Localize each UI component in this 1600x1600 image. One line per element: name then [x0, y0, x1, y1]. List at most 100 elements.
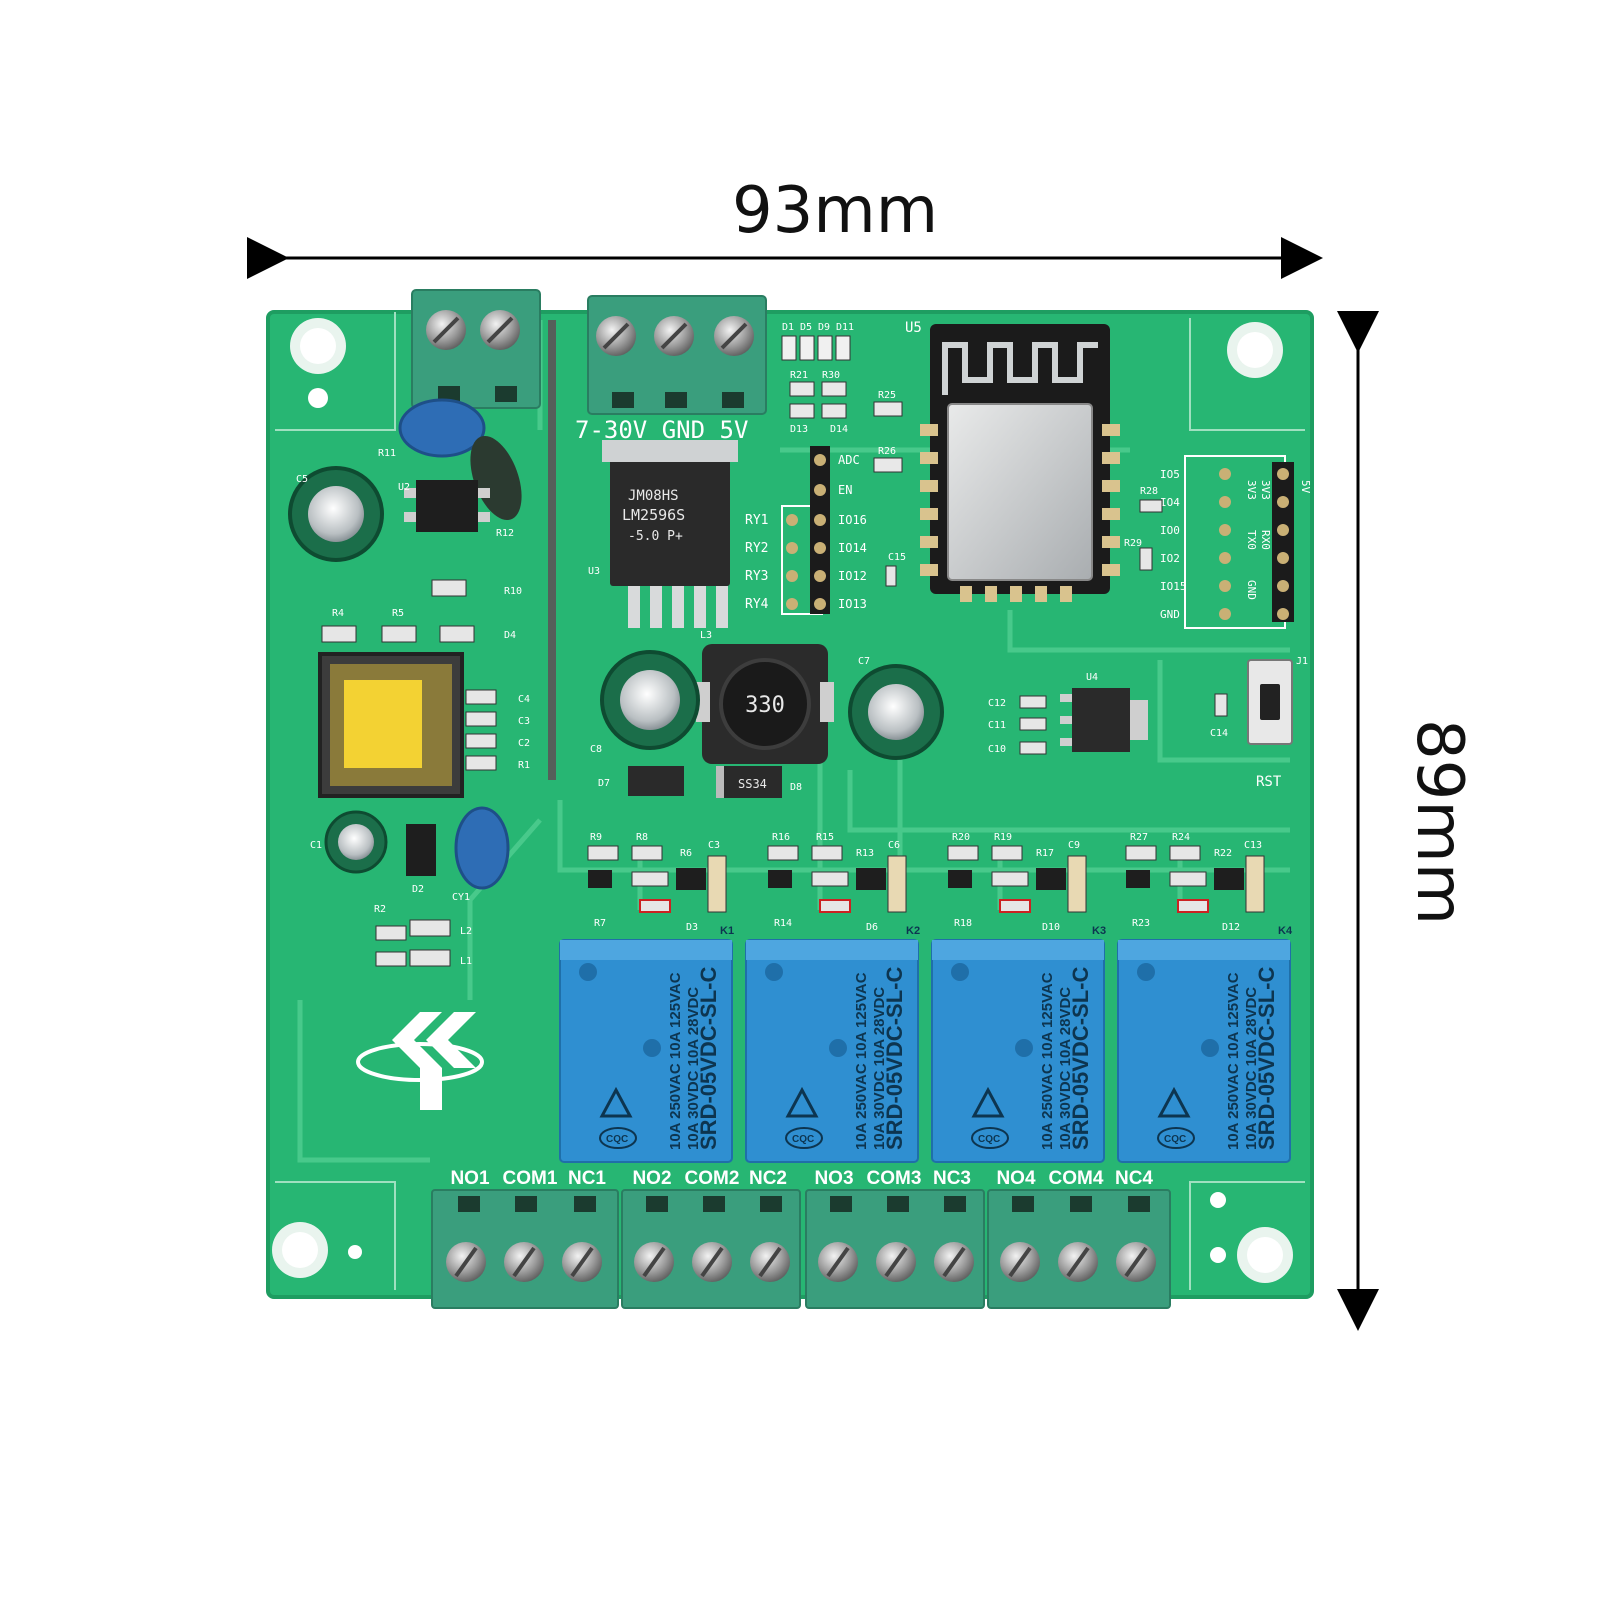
relay-k2-rating-2: 10A 30VDC 10A 28VDC	[871, 987, 888, 1150]
terminal-no4: NO4	[996, 1168, 1036, 1189]
label-c2: C2	[518, 738, 530, 749]
inductor-marking: 330	[745, 693, 785, 718]
header-col-rx0: RX0	[1259, 530, 1272, 550]
relay-k2-text: SRD-05VDC-SL-C 10A 250VAC 10A 125VAC 10A…	[792, 925, 920, 1150]
dc-input-terminal	[587, 295, 767, 415]
label-r9: R9	[590, 832, 602, 843]
label-d3: D3	[686, 922, 698, 933]
label-c10: C10	[988, 744, 1006, 755]
label-d9: D9	[818, 322, 830, 333]
dc-input-label: 7-30V GND 5V	[575, 416, 748, 444]
relay-k1-id: K1	[720, 925, 734, 937]
relay-driver-4	[1125, 845, 1265, 913]
label-c1: C1	[310, 840, 322, 851]
schottky-diode	[716, 766, 782, 798]
gpio-pin-adc: ADC	[838, 453, 860, 467]
label-r6: R6	[680, 848, 692, 859]
label-c9: C9	[1068, 840, 1080, 851]
label-c7: C7	[858, 656, 870, 667]
relay-k2-id: K2	[906, 925, 920, 937]
label-u3: U3	[588, 566, 600, 577]
label-c15: C15	[888, 552, 906, 563]
relay-k1-text: SRD-05VDC-SL-C 10A 250VAC 10A 125VAC 10A…	[606, 925, 734, 1150]
relay-driver-3	[947, 845, 1087, 913]
gpio-pin-io12: IO12	[838, 569, 867, 583]
label-l3: L3	[700, 630, 712, 641]
relay-k2-cqc: CQC	[792, 1134, 814, 1145]
regulator-marking-1: JM08HS	[628, 488, 679, 504]
relay-pin-2: RY2	[745, 541, 768, 556]
label-d8: D8	[790, 782, 802, 793]
prog-pin-io2: IO2	[1160, 552, 1180, 565]
label-r4: R4	[332, 608, 344, 619]
label-l2: L2	[460, 926, 472, 937]
label-r23: R23	[1132, 918, 1150, 929]
label-r5: R5	[392, 608, 404, 619]
terminal-nc2: NC2	[749, 1168, 787, 1189]
prog-pin-io5: IO5	[1160, 468, 1180, 481]
manufacturer-logo-icon	[356, 1012, 484, 1110]
label-d10: D10	[1042, 922, 1060, 933]
label-r26: R26	[878, 446, 896, 457]
label-d2: D2	[412, 884, 424, 895]
gpio-pin-io16: IO16	[838, 513, 867, 527]
label-l1: L1	[460, 956, 472, 967]
prog-pin-io4: IO4	[1160, 496, 1180, 509]
label-r2: R2	[374, 904, 386, 915]
output-terminal-block-2	[621, 1189, 801, 1309]
header-col-tx0: TX0	[1245, 530, 1258, 550]
label-d7: D7	[598, 778, 610, 789]
label-r20: R20	[952, 832, 970, 843]
label-r30: R30	[822, 370, 840, 381]
label-r11: R11	[378, 448, 396, 459]
label-c6: C6	[888, 840, 900, 851]
terminal-nc3: NC3	[933, 1168, 971, 1189]
wifi-module-label: U5	[905, 320, 922, 336]
label-r10: R10	[504, 586, 522, 597]
smd-components	[321, 499, 1228, 967]
relay-k1-model: SRD-05VDC-SL-C	[696, 967, 721, 1150]
label-r7: R7	[594, 918, 606, 929]
label-c4: C4	[518, 694, 530, 705]
relay-k4-rating-2: 10A 30VDC 10A 28VDC	[1243, 987, 1260, 1150]
reset-button	[1247, 659, 1293, 745]
gpio-pin-io14: IO14	[838, 541, 867, 555]
diode-marking: SS34	[738, 777, 767, 791]
label-d5: D5	[800, 322, 812, 333]
regulator-marking-2: LM2596S	[622, 506, 685, 524]
gpio-pin-en: EN	[838, 483, 852, 497]
header-col-5v: 5V	[1299, 480, 1312, 494]
relay-k3-text: SRD-05VDC-SL-C 10A 250VAC 10A 125VAC 10A…	[978, 925, 1106, 1150]
label-r13: R13	[856, 848, 874, 859]
label-r14: R14	[774, 918, 792, 929]
ac-input-terminal	[411, 289, 541, 409]
label-r27: R27	[1130, 832, 1148, 843]
terminal-com1: COM1	[503, 1168, 558, 1189]
terminal-no2: NO2	[632, 1168, 671, 1189]
label-u4: U4	[1086, 672, 1098, 683]
prog-pin-io0: IO0	[1160, 524, 1180, 537]
relay-pin-4: RY4	[745, 597, 769, 612]
label-d12: D12	[1222, 922, 1240, 933]
label-d14: D14	[830, 424, 848, 435]
terminal-com2: COM2	[685, 1168, 740, 1189]
label-r28: R28	[1140, 486, 1158, 497]
output-terminal-block-1	[431, 1189, 619, 1309]
label-c12: C12	[988, 698, 1006, 709]
label-d4: D4	[504, 630, 516, 641]
electrolytic-capacitors	[288, 466, 944, 874]
relay-k4-cqc: CQC	[1164, 1134, 1186, 1145]
label-r15: R15	[816, 832, 834, 843]
label-c11: C11	[988, 720, 1006, 731]
relay-k4-text: SRD-05VDC-SL-C 10A 250VAC 10A 125VAC 10A…	[1164, 925, 1293, 1150]
prog-pin-io15: IO15	[1160, 580, 1187, 593]
relay-pin-3: RY3	[745, 569, 768, 584]
programming-header	[1184, 455, 1294, 629]
diode-d7	[628, 766, 684, 796]
relay-k3-rating-2: 10A 30VDC 10A 28VDC	[1057, 987, 1074, 1150]
relay-k3	[931, 939, 1105, 1163]
relay-k3-model: SRD-05VDC-SL-C	[1068, 967, 1093, 1150]
label-c3: C3	[518, 716, 530, 727]
